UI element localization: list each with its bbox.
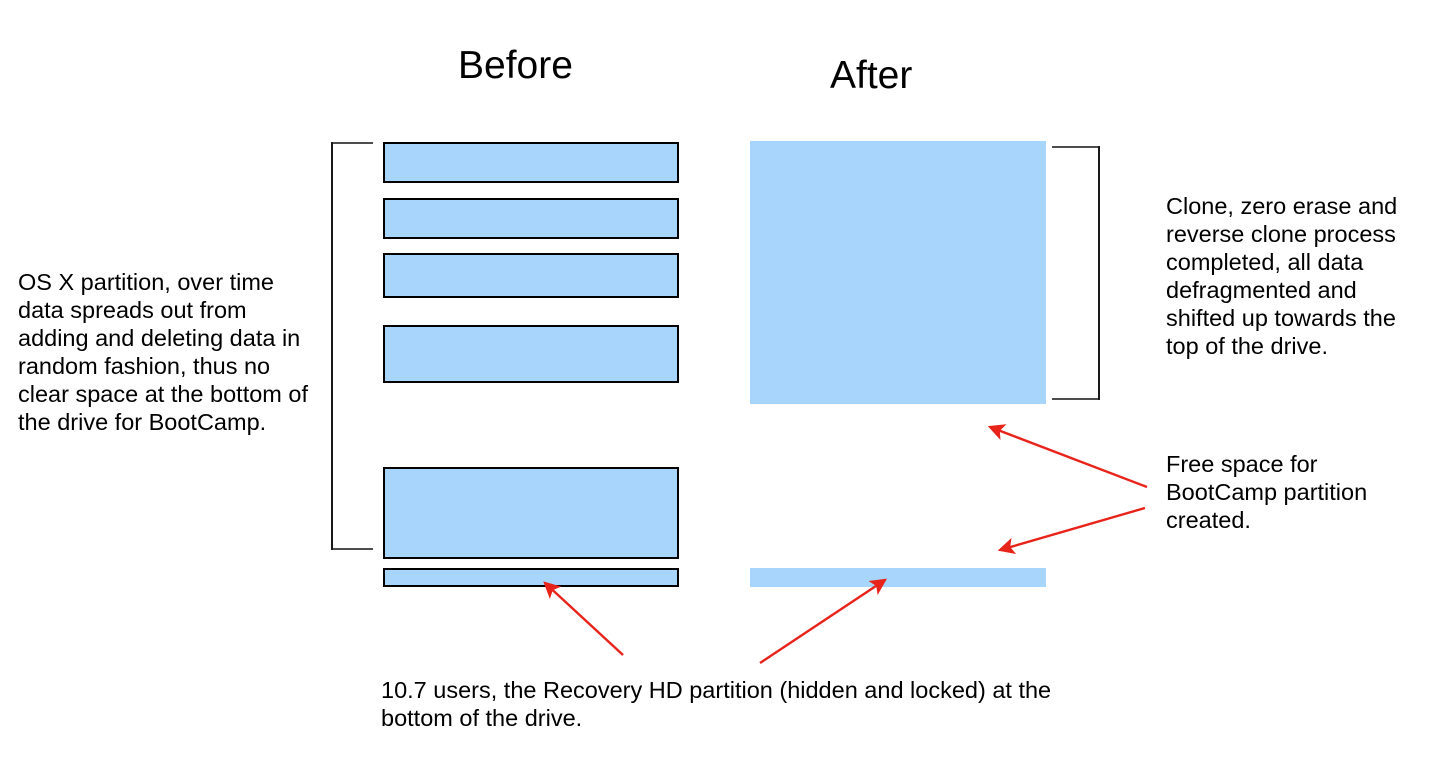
after-consolidated-data-block: [750, 141, 1046, 404]
bracket-tick-bottom: [1052, 398, 1098, 400]
before-data-block-1: [383, 142, 679, 183]
before-data-block-2: [383, 198, 679, 239]
free-space-arrow-upper: [987, 424, 1148, 489]
after-column-title: After: [830, 54, 913, 97]
bracket-tick-bottom: [333, 548, 373, 550]
before-data-block-4: [383, 325, 679, 383]
bracket-spine: [331, 142, 333, 550]
recovery-arrow-before: [543, 581, 624, 656]
bracket-spine: [1098, 146, 1100, 400]
before-column-title: Before: [458, 44, 573, 87]
bracket-tick-top: [333, 142, 373, 144]
before-data-block-5: [383, 467, 679, 559]
before-caption-text: OS X partition, over time data spreads o…: [18, 269, 308, 435]
after-caption-text: Clone, zero erase and reverse clone proc…: [1166, 193, 1398, 359]
recovery-hd-caption-text: 10.7 users, the Recovery HD partition (h…: [381, 677, 1052, 731]
bracket-tick-top: [1052, 146, 1098, 148]
recovery-arrow-after: [759, 578, 887, 664]
after-extent-bracket: [1052, 146, 1100, 400]
free-space-arrow-lower: [997, 506, 1146, 555]
before-extent-bracket: [331, 142, 373, 550]
free-space-caption-text: Free space for BootCamp partition create…: [1166, 451, 1368, 533]
before-data-block-3: [383, 253, 679, 298]
before-recovery-hd-partition: [383, 568, 679, 587]
after-recovery-hd-partition: [750, 568, 1046, 587]
